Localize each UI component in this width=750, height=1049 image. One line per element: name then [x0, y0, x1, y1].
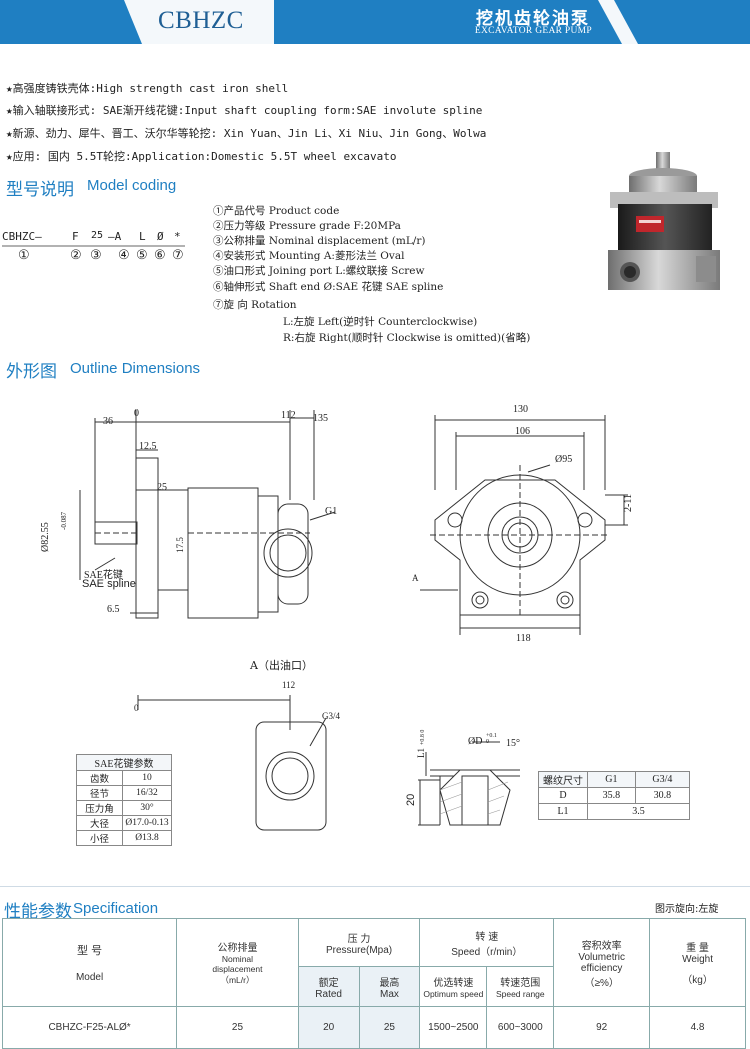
dim-95: Ø95: [555, 454, 573, 465]
code-part-1: CBHZC—: [2, 230, 42, 243]
col-displacement: 公称排量 Nominal displacement （mL/r）: [176, 918, 299, 1007]
dim-17-5: 17.5: [174, 537, 185, 553]
legend-7: ⑦旋 向 Rotation: [213, 299, 297, 311]
pump-photo: [608, 152, 720, 290]
legend-5: ⑤油口形式 Joining port L:螺纹联接 Screw: [213, 265, 425, 277]
col-max: 最高 Max: [358, 966, 421, 1007]
legend-8: L:左旋 Left(逆时针 Counterclockwise): [283, 316, 478, 328]
table-row: L1 3.5: [538, 803, 690, 820]
dim-diameter: Ø82.55: [40, 522, 51, 552]
spec-table: 型 号 Model 公称排量 Nominal displacement （mL/…: [1, 918, 746, 1049]
label-g1: G1: [325, 506, 338, 517]
outline-title-cn: 外形图: [6, 362, 57, 382]
code-num-5: ⑤: [136, 248, 148, 263]
dim-6-5: 6.5: [107, 604, 120, 615]
detail-l1-tol: +0.8 0: [420, 729, 426, 745]
table-row: CBHZC-F25-ALØ* 25 20 25 1500~2500 600~30…: [1, 1006, 746, 1049]
model-coding-title-cn: 型号说明: [6, 180, 74, 200]
code-part-4: —A: [108, 230, 122, 243]
col-pressure: 压 力 Pressure(Mpa): [297, 918, 421, 967]
table-row: D 35.8 30.8: [538, 787, 691, 804]
code-num-6: ⑥: [154, 248, 166, 263]
model-coding-title-en: Model coding: [87, 177, 177, 194]
code-part-2: F: [72, 230, 79, 243]
dim-118: 118: [516, 633, 531, 644]
side-view-drawing: [79, 410, 336, 619]
col-rated: 额定 Rated: [297, 966, 360, 1007]
code-num-2: ②: [70, 248, 82, 263]
dim-diameter-tol: -0.087: [60, 511, 68, 530]
col-range: 转速范围 Speed range: [486, 966, 555, 1007]
header-left-block: [0, 0, 124, 44]
feature-line-2: ★输入轴联接形式: SAE渐开线花键:Input shaft coupling …: [6, 104, 483, 117]
detail-d-tol: +0.1 0: [486, 733, 497, 745]
port-g34: G3/4: [322, 711, 340, 721]
feature-line-4: ★应用: 国内 5.5T轮挖:Application:Domestic 5.5T…: [6, 150, 397, 163]
header-code-tab: [124, 0, 274, 44]
sae-label-en: SAE spline: [82, 578, 136, 590]
title-en: EXCAVATOR GEAR PUMP: [474, 26, 592, 36]
front-view-drawing: [420, 415, 628, 635]
sae-table-title: SAE花键参数: [76, 754, 172, 771]
product-code: CBHZC: [158, 7, 244, 34]
code-part-5: L: [139, 230, 146, 243]
code-part-6: Ø: [157, 230, 164, 243]
port-detail-drawing: [418, 741, 520, 826]
port-dim-112: 112: [282, 680, 296, 690]
dim-106: 106: [515, 426, 530, 437]
detail-d: ØD: [468, 736, 483, 747]
code-part-7: *: [174, 230, 181, 243]
code-underline: [2, 245, 185, 247]
col-speed: 转 速 Speed（r/min）: [419, 918, 555, 967]
sae-label-cn: SAE花键: [84, 570, 123, 581]
code-num-7: ⑦: [172, 248, 184, 263]
port-view-drawing: [137, 695, 327, 831]
dim-135: 135: [313, 413, 328, 424]
legend-9: R:右旋 Right(顺时针 Clockwise is omitted)(省略): [283, 332, 531, 344]
code-num-4: ④: [118, 248, 130, 263]
spec-title-en: Specification: [73, 900, 159, 917]
code-part-3: 25: [91, 230, 104, 241]
detail-dim-20: 20: [405, 793, 417, 806]
col-weight: 重 量 Weight （kg）: [649, 918, 746, 1007]
rotation-note: 图示旋向:左旋: [655, 904, 719, 915]
dim-25: 25: [157, 482, 167, 493]
outline-title-en: Outline Dimensions: [70, 360, 201, 377]
code-num-1: ①: [18, 248, 30, 263]
dim-0: 0: [134, 408, 139, 419]
detail-angle: 15°: [506, 738, 520, 749]
dim-112: 112: [281, 410, 296, 421]
detail-l1: L1: [416, 748, 426, 758]
port-view-caption: A（出油口）: [250, 659, 313, 672]
legend-2: ②压力等级 Pressure grade F:20MPa: [213, 220, 401, 232]
view-arrow-a: A: [412, 573, 419, 583]
col-efficiency: 容积效率 Volumetric efficiency （≥%）: [553, 918, 651, 1007]
legend-4: ④安装形式 Mounting A:菱形法兰 Oval: [213, 250, 405, 262]
title-cn: 挖机齿轮油泵: [476, 9, 590, 28]
legend-6: ⑥轴伸形式 Shaft end Ø:SAE 花键 SAE spline: [213, 281, 444, 293]
col-optimum: 优选转速 Optimum speed: [419, 966, 488, 1007]
dim-36: 36: [103, 416, 113, 427]
header-right-block: [620, 0, 750, 44]
dim-12-5: 12.5: [139, 441, 157, 452]
spec-title-cn: 性能参数: [4, 902, 72, 922]
port-dim-0: 0: [134, 703, 139, 713]
col-model: 型 号 Model: [1, 918, 178, 1007]
feature-line-1: ★高强度铸铁壳体:High strength cast iron shell: [6, 82, 289, 95]
legend-3: ③公称排量 Nominal displacement (mL/r): [213, 235, 426, 247]
code-num-3: ③: [90, 248, 102, 263]
thread-table: 螺纹尺寸 G1 G3/4 D 35.8 30.8 L1 3.5: [538, 771, 691, 820]
dim-130: 130: [513, 404, 528, 415]
feature-line-3: ★新源、劲力、犀牛、晋工、沃尔华等轮挖: Xin Yuan、Jin Li、Xi …: [6, 127, 487, 140]
legend-1: ①产品代号 Product code: [213, 205, 340, 217]
spec-divider: [0, 886, 750, 887]
dim-2-11: 2-11: [623, 494, 634, 512]
